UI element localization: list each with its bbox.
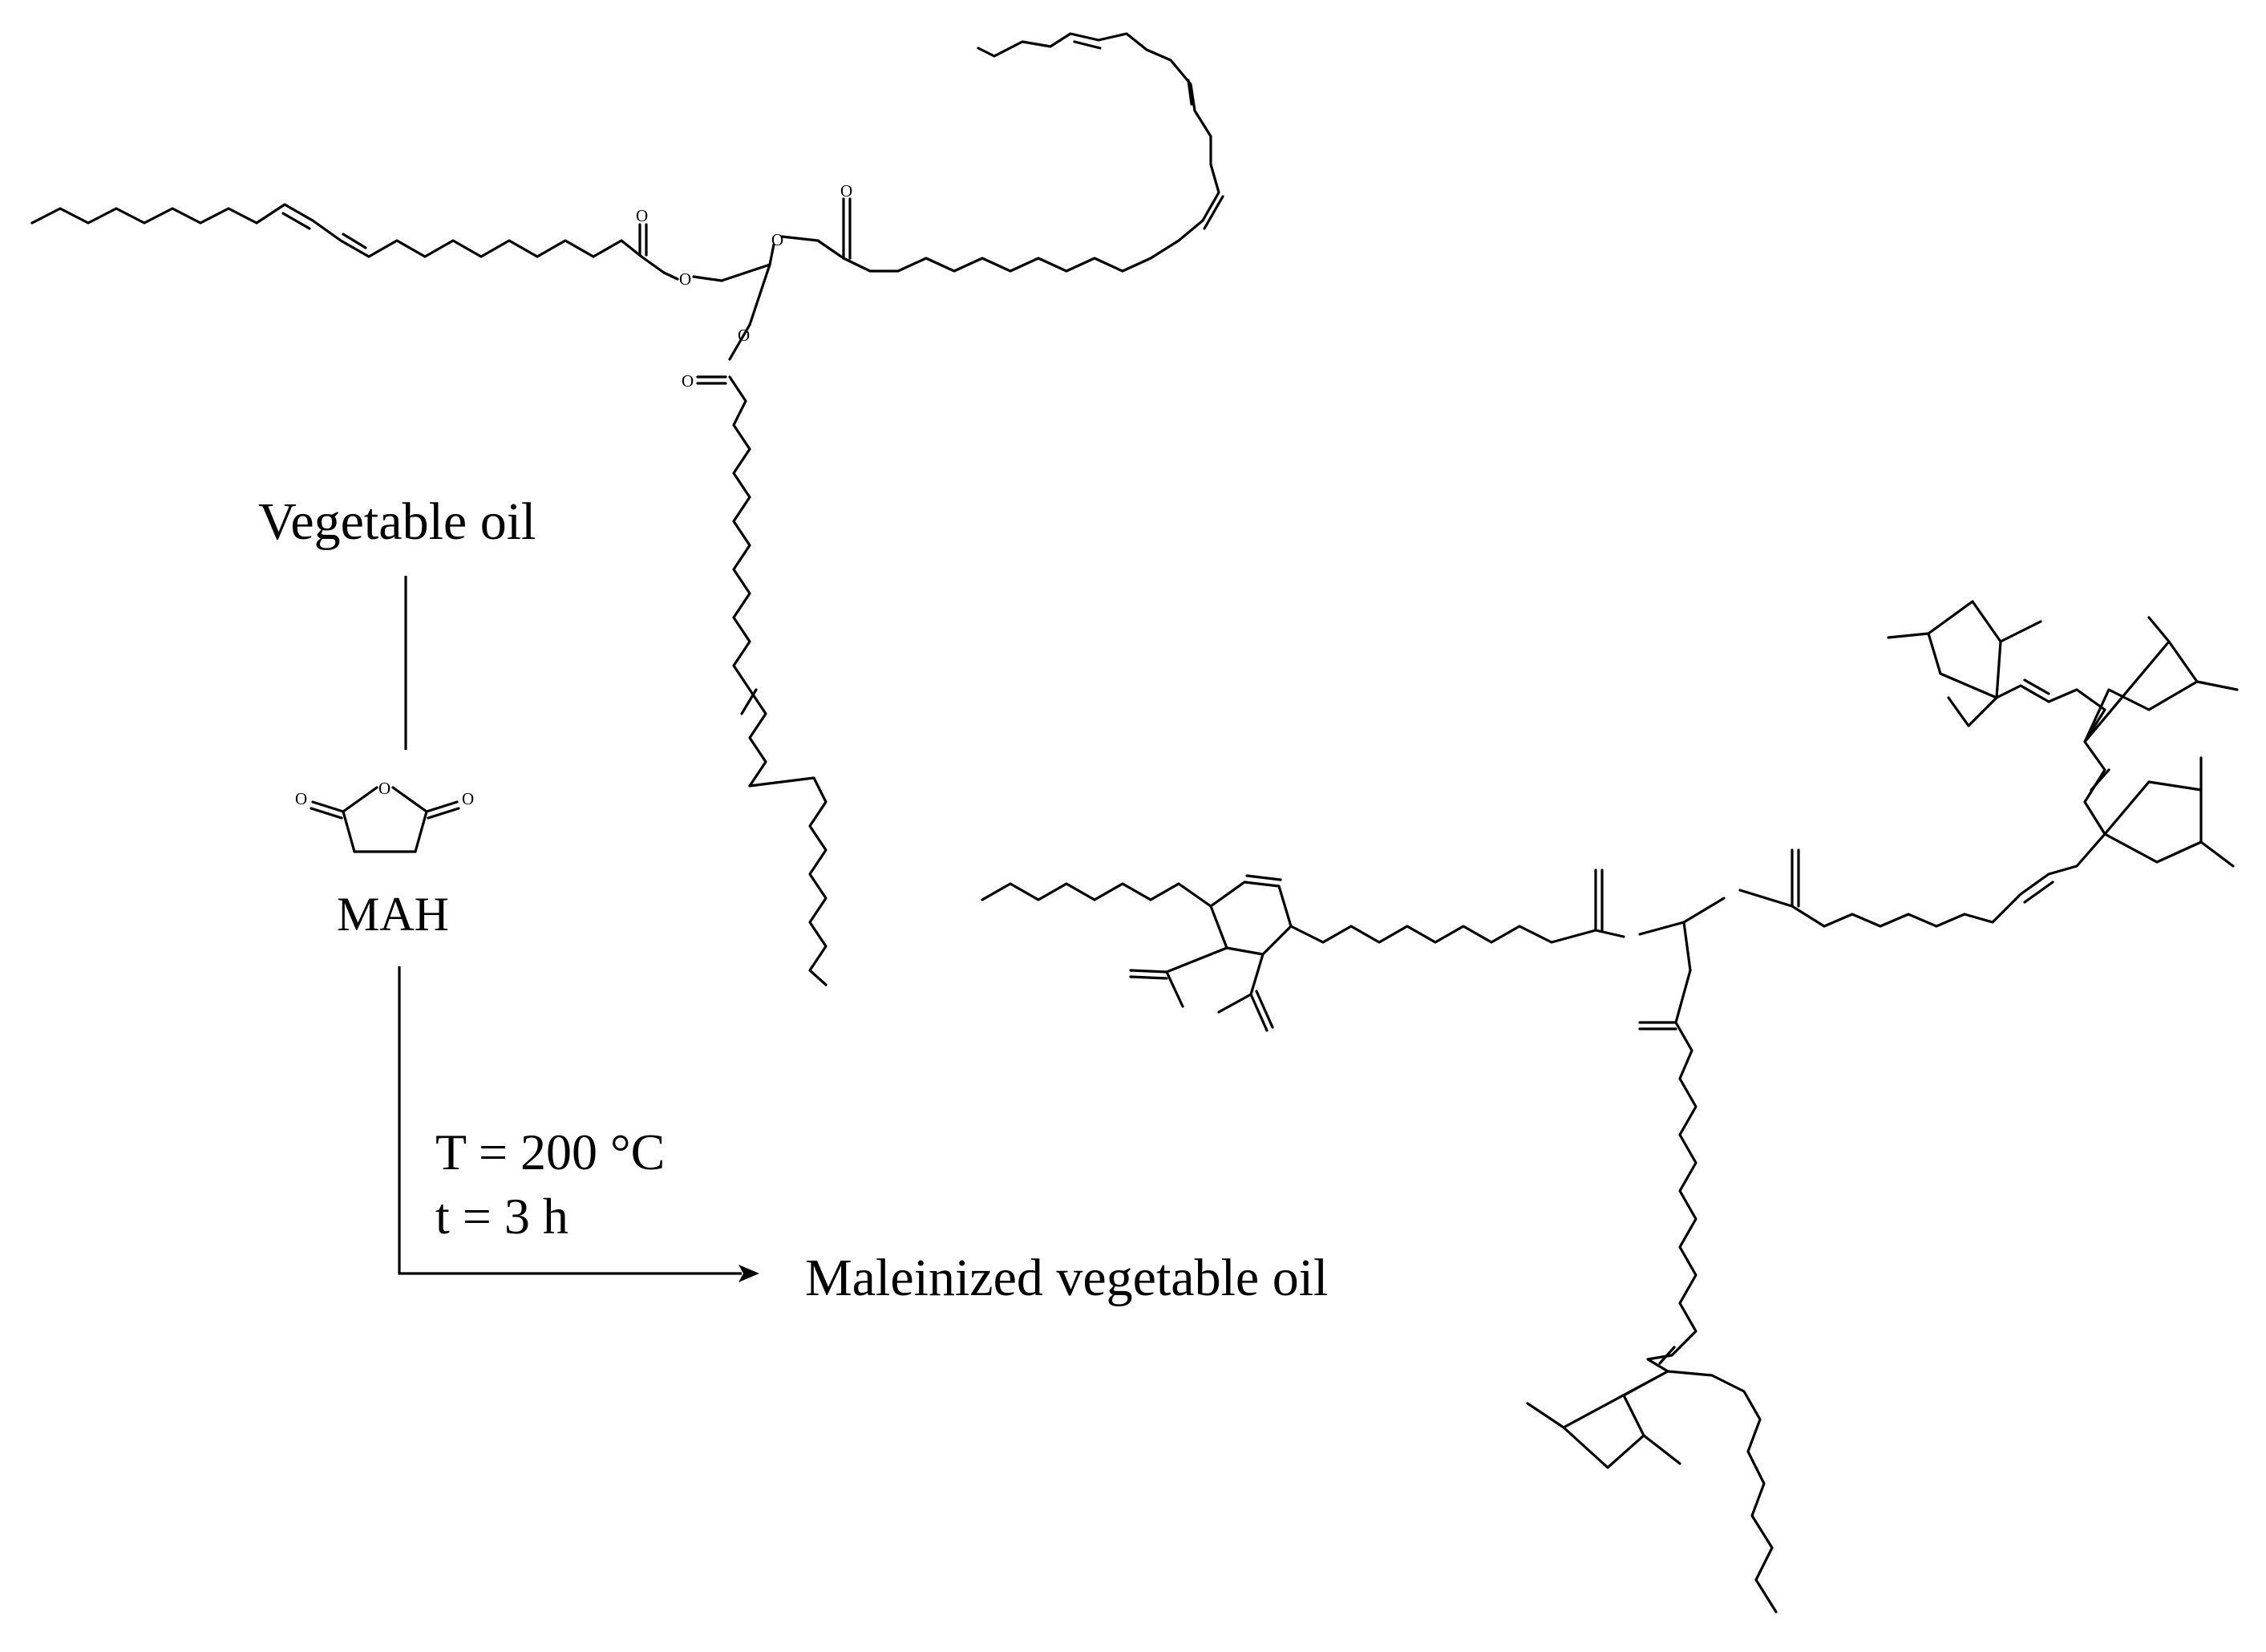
- oleate-chain: [728, 375, 827, 986]
- atom-label: O: [738, 326, 750, 345]
- atom-label: O: [682, 371, 694, 391]
- vegetable-oil-structure: [30, 32, 1224, 986]
- reagent-label: MAH: [337, 888, 449, 941]
- atom-label: O: [462, 789, 474, 808]
- temperature-condition: T = 200 °C: [435, 1124, 665, 1180]
- linoleate-chain: [30, 203, 666, 274]
- atom-label: O: [378, 779, 390, 798]
- atom-label: O: [679, 269, 691, 289]
- reaction-arrow-line: [398, 966, 742, 1275]
- arrow-head-icon: [738, 1265, 759, 1282]
- reactant-label: Vegetable oil: [258, 492, 536, 551]
- vegetable-oil-atom-labels: O O O O O O: [636, 181, 852, 391]
- atom-label: O: [636, 206, 648, 225]
- mah-structure: O O O: [295, 779, 474, 853]
- atom-label: O: [771, 230, 783, 249]
- maleinized-oil-structure: [981, 600, 2239, 1614]
- atom-label: O: [295, 789, 307, 808]
- product-label: Maleinized vegetable oil: [805, 1249, 1328, 1307]
- reaction-path: [398, 576, 759, 1282]
- time-condition: t = 3 h: [435, 1188, 569, 1245]
- atom-label: O: [840, 181, 852, 200]
- linolenate-chain: [842, 32, 1220, 273]
